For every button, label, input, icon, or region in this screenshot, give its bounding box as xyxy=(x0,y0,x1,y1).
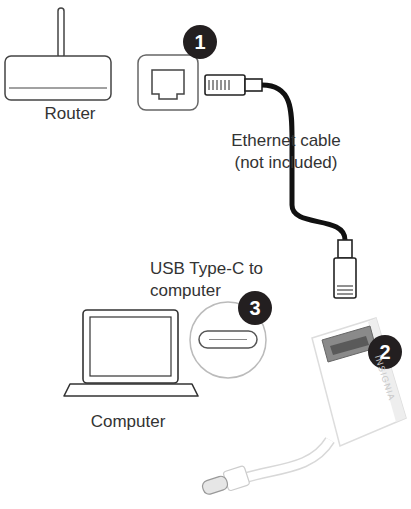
router-edge xyxy=(9,87,107,88)
plug-contacts xyxy=(209,80,229,90)
callout-circle xyxy=(183,25,217,59)
plug-boot xyxy=(245,79,262,91)
port-magnifier xyxy=(138,55,198,110)
plug-boot xyxy=(338,240,352,258)
adapter-cable xyxy=(245,440,330,478)
usb-c-plug xyxy=(200,465,250,498)
callout-number: 1 xyxy=(183,25,217,59)
router-node: Router xyxy=(0,0,140,128)
router-antenna xyxy=(58,8,64,58)
node-label: Computer xyxy=(91,412,166,432)
usb-c-port xyxy=(199,331,257,348)
port-label: USB Type-C to computer xyxy=(150,258,290,302)
ethernet-plug xyxy=(205,75,245,95)
adapter-port xyxy=(322,326,376,362)
laptop-screen xyxy=(83,310,178,383)
ethernet-port xyxy=(152,70,184,99)
router-body xyxy=(5,56,111,100)
cable-label: Ethernet cable (not included) xyxy=(220,130,352,174)
usb-c-tongue xyxy=(209,339,247,340)
computer-node: Computer xyxy=(53,300,203,434)
laptop-display xyxy=(90,317,171,376)
callout-number: 3 xyxy=(238,291,272,325)
node-label: Router xyxy=(44,104,95,124)
adapter-body xyxy=(312,318,406,446)
ethernet-plug xyxy=(334,258,356,298)
callout-circle xyxy=(238,291,272,325)
plug-contacts xyxy=(337,286,353,294)
adapter-cable xyxy=(245,440,330,478)
adapter-shade xyxy=(368,318,406,422)
adapter-port-inner xyxy=(330,336,369,355)
laptop-base xyxy=(64,384,198,396)
